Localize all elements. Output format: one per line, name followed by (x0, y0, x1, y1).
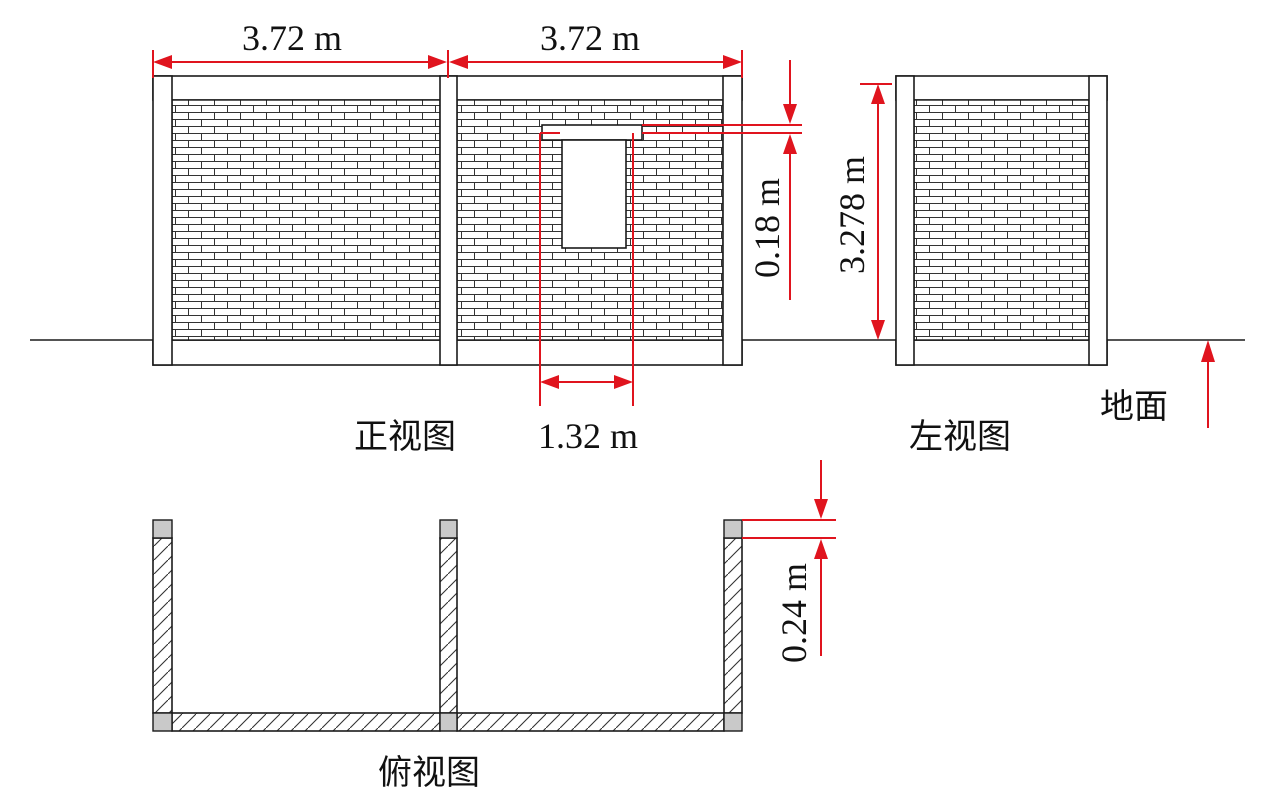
top-column-tl (152, 519, 173, 539)
column-size-dimension (742, 460, 836, 656)
top-column-tm (439, 519, 458, 539)
top-column-tr (723, 519, 743, 539)
top-wall-bottom-left (171, 712, 441, 732)
front-column-left (152, 75, 173, 366)
front-width-right-label: 3.72 m (540, 18, 640, 58)
top-column-br (723, 712, 743, 732)
top-wall-left (152, 537, 173, 714)
wall-height-label: 3.278 m (832, 156, 872, 274)
front-view (152, 75, 743, 366)
left-ground-beam (895, 339, 1108, 366)
ground-label: 地面 (1100, 387, 1168, 427)
left-top-beam (895, 75, 1108, 101)
left-view-title: 左视图 (909, 417, 1011, 457)
window-opening (561, 139, 627, 249)
top-column-bl (152, 712, 173, 732)
wall-height-dimension (860, 83, 892, 340)
front-column-middle (439, 75, 458, 366)
window-width-label: 1.32 m (538, 416, 638, 456)
front-column-right (722, 75, 743, 366)
front-width-left-label: 3.72 m (242, 18, 342, 58)
left-brick-wall (913, 99, 1090, 341)
column-size-label: 0.24 m (774, 563, 814, 663)
top-view (152, 519, 743, 732)
front-view-title: 正视图 (354, 417, 456, 457)
ground-arrow (1201, 340, 1215, 428)
top-wall-middle (439, 537, 458, 714)
top-wall-bottom-right (456, 712, 725, 732)
lintel-height-dimension (642, 60, 802, 300)
top-wall-right (723, 537, 743, 714)
window-width-dimension (539, 132, 634, 406)
left-column-left (895, 75, 915, 366)
left-column-right (1088, 75, 1108, 366)
width-dimension (152, 50, 743, 78)
left-view (895, 75, 1108, 366)
front-brick-wall-left (171, 99, 441, 341)
top-column-bm (439, 712, 458, 732)
lintel-height-label: 0.18 m (747, 178, 787, 278)
top-view-title: 俯视图 (378, 753, 480, 793)
